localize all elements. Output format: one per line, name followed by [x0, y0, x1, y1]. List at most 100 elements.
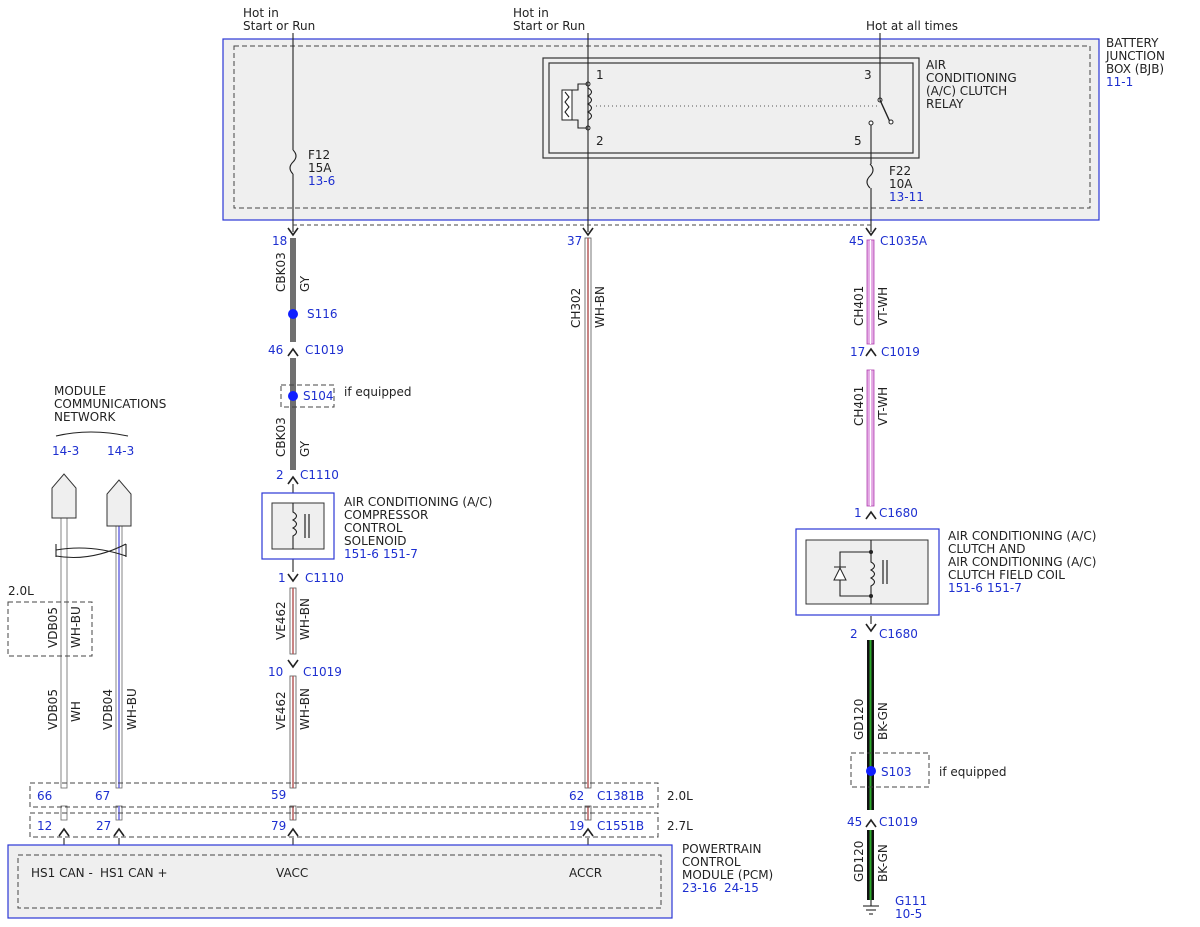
svg-text:67: 67 [95, 789, 110, 803]
svg-text:10A: 10A [889, 177, 913, 191]
svg-text:CBK03: CBK03 [274, 417, 288, 457]
solenoid-ref-2[interactable]: 151-7 [383, 547, 418, 561]
svg-text:CONDITIONING: CONDITIONING [926, 71, 1017, 85]
pcm-pin-hs1-can-minus: HS1 CAN - [31, 866, 93, 880]
splice-s104-note: if equipped [344, 385, 412, 399]
power-label-left: Hot in Start or Run [243, 6, 315, 33]
c1680-connector-2[interactable]: C1680 [879, 627, 918, 641]
power-label-mid: Hot in Start or Run [513, 6, 585, 33]
svg-text:5: 5 [854, 134, 862, 148]
svg-text:F12: F12 [308, 148, 330, 162]
svg-text:GY: GY [298, 440, 312, 457]
c1019-pin-45: 45 [847, 815, 862, 829]
solenoid-ref-1[interactable]: 151-6 [344, 547, 379, 561]
svg-text:12: 12 [37, 819, 52, 833]
network-ref-2[interactable]: 14-3 [107, 444, 134, 458]
svg-text:VE462: VE462 [274, 691, 288, 730]
can-twisted-pair-symbol [55, 543, 127, 559]
svg-text:(A/C) CLUTCH: (A/C) CLUTCH [926, 84, 1007, 98]
clutch-ref-1[interactable]: 151-6 [948, 581, 983, 595]
svg-text:CONTROL: CONTROL [344, 521, 403, 535]
svg-text:AIR: AIR [926, 58, 946, 72]
svg-text:2.7L: 2.7L [667, 819, 693, 833]
clutch-ref-2[interactable]: 151-7 [987, 581, 1022, 595]
ground-g111-symbol [863, 900, 879, 915]
wire-vdb04 [115, 525, 123, 821]
svg-text:2.0L: 2.0L [8, 584, 34, 598]
c1019-pin-46: 46 [268, 343, 283, 357]
splice-s104[interactable]: S104 [303, 389, 334, 403]
splice-s103-note: if equipped [939, 765, 1007, 779]
svg-text:Hot in: Hot in [513, 6, 549, 20]
svg-text:WH-BN: WH-BN [298, 688, 312, 730]
svg-text:JUNCTION: JUNCTION [1105, 49, 1165, 63]
pcm-pin-vacc: VACC [276, 866, 308, 880]
svg-text:66: 66 [37, 789, 52, 803]
network-ref-1[interactable]: 14-3 [52, 444, 79, 458]
svg-text:AIR CONDITIONING (A/C): AIR CONDITIONING (A/C) [344, 495, 492, 509]
c1019-pin-17: 17 [850, 345, 865, 359]
svg-text:AIR CONDITIONING (A/C): AIR CONDITIONING (A/C) [948, 555, 1096, 569]
powertrain-control-module: HS1 CAN - HS1 CAN + VACC ACCR POWERTRAIN… [7, 842, 773, 919]
c1019-connector-45[interactable]: C1019 [879, 815, 918, 829]
c1019-connector-46[interactable]: C1019 [305, 343, 344, 357]
c1035a-pin-37: 37 [567, 234, 582, 248]
svg-text:CLUTCH AND: CLUTCH AND [948, 542, 1026, 556]
svg-text:COMMUNICATIONS: COMMUNICATIONS [54, 397, 166, 411]
svg-text:VT-WH: VT-WH [876, 287, 890, 326]
svg-text:SOLENOID: SOLENOID [344, 534, 407, 548]
c1680-pin-2: 2 [850, 627, 858, 641]
c1110-pin-1: 1 [278, 571, 286, 585]
svg-text:CH401: CH401 [852, 286, 866, 326]
c1019-connector-10[interactable]: C1019 [303, 665, 342, 679]
ground-g111-ref-link[interactable]: 10-5 [895, 907, 922, 921]
connector-c1551b: 12 27 79 19 C1551B 2.7L [29, 812, 693, 838]
svg-text:Start or Run: Start or Run [513, 19, 585, 33]
c1381b-connector[interactable]: C1381B [597, 789, 644, 803]
svg-text:1: 1 [596, 68, 604, 82]
fuse-f22-ref-link[interactable]: 13-11 [889, 190, 924, 204]
wire-ch302 [584, 237, 592, 821]
svg-text:RELAY: RELAY [926, 97, 964, 111]
svg-text:19: 19 [569, 819, 584, 833]
c1035a-pin-18: 18 [272, 234, 287, 248]
fuse-f12-ref-link[interactable]: 13-6 [308, 174, 335, 188]
network-option-2.0l: 2.0L [7, 584, 93, 657]
wire-cbk03 [290, 238, 296, 470]
fuse-f12: F12 15A 13-6 [289, 148, 335, 188]
svg-text:POWERTRAIN: POWERTRAIN [682, 842, 762, 856]
splice-s103-dot [866, 766, 876, 776]
wire-labels: CBK03 GY CBK03 GY CH302 WH-BN CH401 VT-W… [46, 252, 890, 882]
svg-text:WH: WH [69, 701, 83, 722]
c1019-pin-10: 10 [268, 665, 283, 679]
c1110-connector-2[interactable]: C1110 [300, 468, 339, 482]
svg-text:62: 62 [569, 789, 584, 803]
svg-text:2: 2 [596, 134, 604, 148]
c1680-pin-1: 1 [854, 506, 862, 520]
svg-text:CLUTCH FIELD COIL: CLUTCH FIELD COIL [948, 568, 1065, 582]
svg-text:VDB04: VDB04 [101, 689, 115, 730]
c1019-connector-17[interactable]: C1019 [881, 345, 920, 359]
svg-text:WH-BN: WH-BN [298, 598, 312, 640]
pcm-ref-1[interactable]: 23-16 [682, 881, 717, 895]
svg-text:GD120: GD120 [852, 699, 866, 740]
c1680-connector-1[interactable]: C1680 [879, 506, 918, 520]
splice-s103[interactable]: S103 [881, 765, 912, 779]
module-communications-network: MODULE COMMUNICATIONS NETWORK 14-3 14-3 [51, 384, 166, 527]
svg-text:BK-GN: BK-GN [876, 844, 890, 882]
power-label-always: Hot at all times [866, 19, 958, 33]
svg-text:MODULE (PCM): MODULE (PCM) [682, 868, 773, 882]
svg-text:CBK03: CBK03 [274, 252, 288, 292]
svg-text:BK-GN: BK-GN [876, 702, 890, 740]
svg-text:27: 27 [96, 819, 111, 833]
svg-text:VDB05: VDB05 [46, 607, 60, 648]
splice-s104-dot [288, 391, 298, 401]
c1110-connector-1[interactable]: C1110 [305, 571, 344, 585]
pcm-ref-2[interactable]: 24-15 [724, 881, 759, 895]
c1551b-connector[interactable]: C1551B [597, 819, 644, 833]
svg-text:VT-WH: VT-WH [876, 387, 890, 426]
c1035a-connector[interactable]: C1035A [880, 234, 928, 248]
c1035a-pin-45: 45 [849, 234, 864, 248]
splice-s116[interactable]: S116 [307, 307, 338, 321]
bjb-ref-link[interactable]: 11-1 [1106, 75, 1133, 89]
